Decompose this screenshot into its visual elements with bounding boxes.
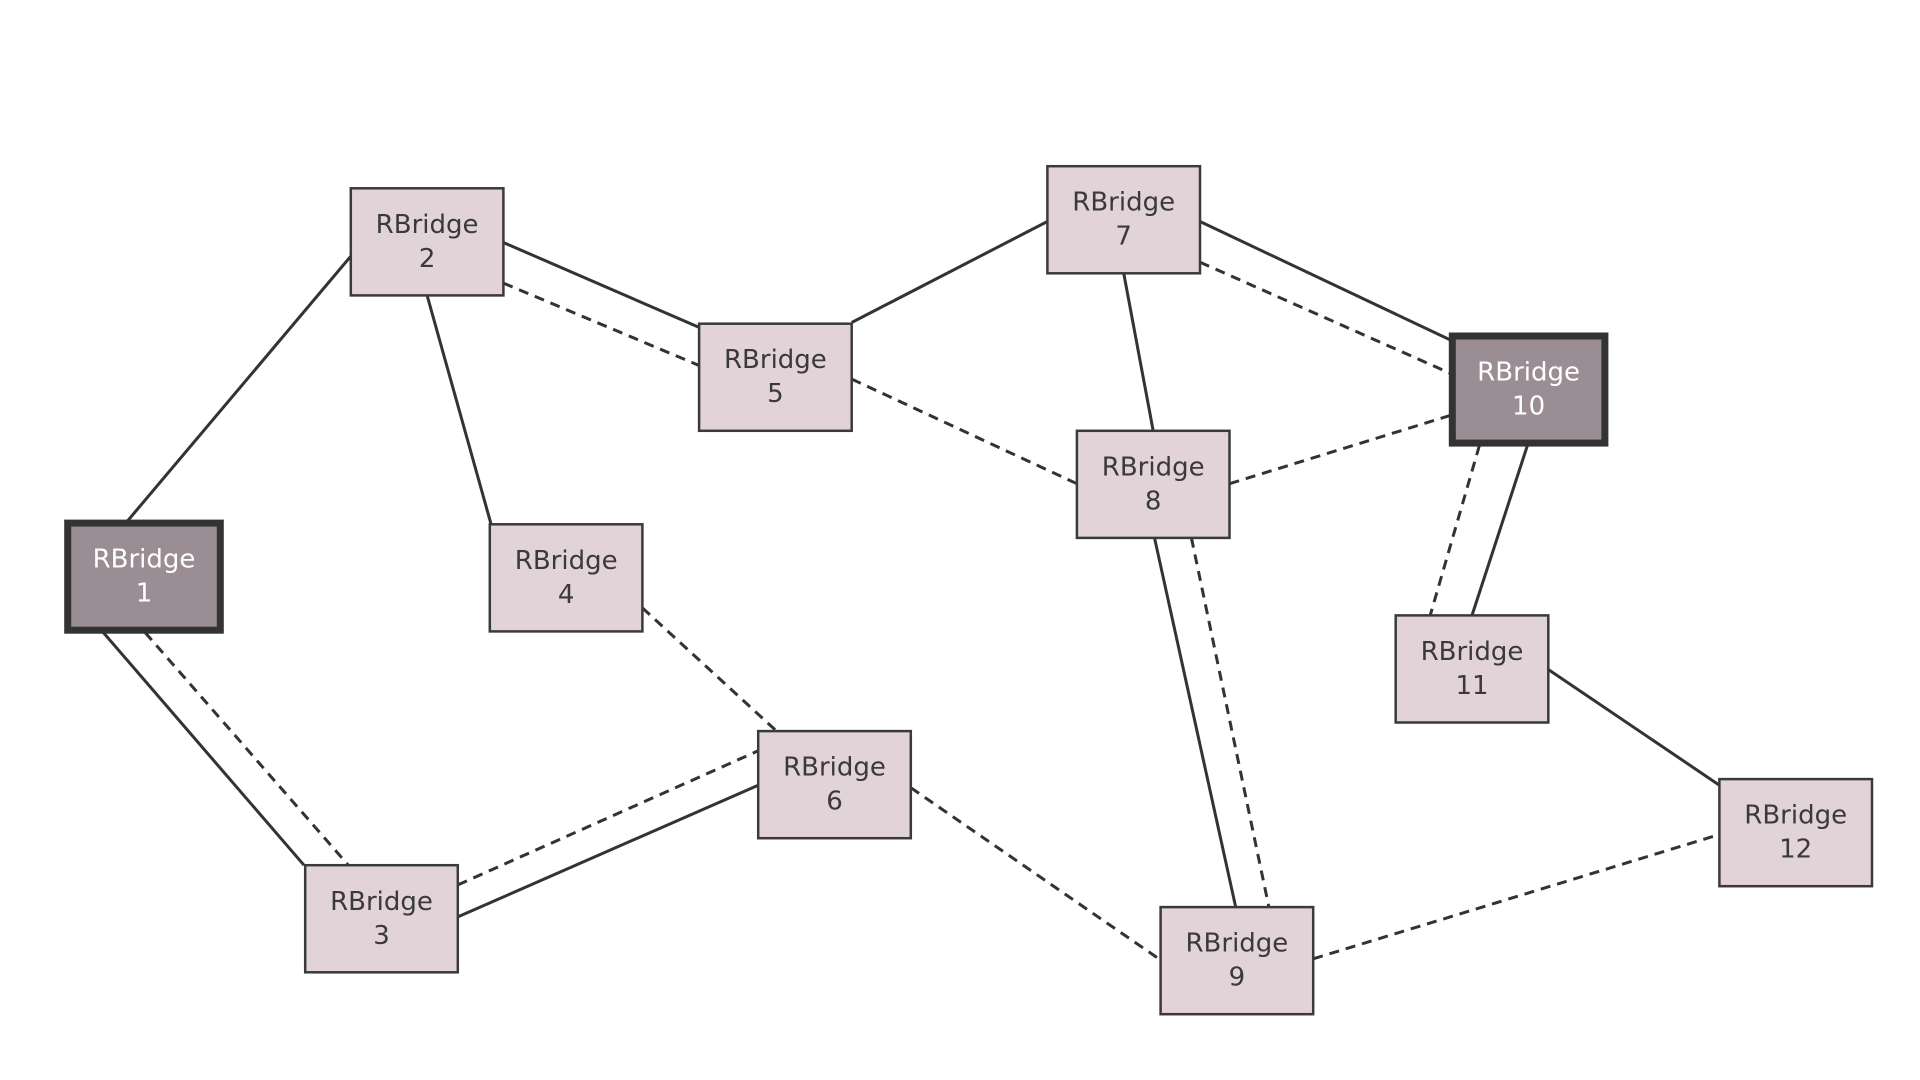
link-n2-n4-solid bbox=[425, 294, 493, 525]
rbridge-node-6: RBridge 6 bbox=[756, 729, 913, 840]
rbridge-name: RBridge bbox=[1744, 801, 1847, 831]
rbridge-node-4: RBridge 4 bbox=[488, 523, 644, 633]
rbridge-box bbox=[488, 523, 644, 633]
rbridge-name: RBridge bbox=[1102, 452, 1205, 482]
rbridge-box bbox=[1075, 429, 1231, 540]
link-n10-n11-dashed bbox=[1428, 445, 1481, 616]
rbridge-box bbox=[64, 519, 224, 634]
link-n9-n12-dashed bbox=[1312, 833, 1720, 961]
rbridge-name: RBridge bbox=[1477, 358, 1580, 388]
rbridge-number: 9 bbox=[1229, 963, 1246, 993]
rbridge-box bbox=[1448, 332, 1609, 447]
rbridge-node-11: RBridge 11 bbox=[1394, 614, 1550, 724]
link-n2-n5-dashed bbox=[502, 281, 700, 367]
link-n5-n7-solid bbox=[851, 220, 1049, 324]
link-n7-n10-dashed bbox=[1199, 260, 1453, 376]
rbridge-node-10: RBridge 10 bbox=[1448, 332, 1609, 447]
link-n11-n12-solid bbox=[1547, 668, 1721, 787]
rbridge-name: RBridge bbox=[376, 210, 479, 240]
rbridge-box bbox=[1046, 164, 1202, 275]
rbridge-box bbox=[697, 322, 853, 433]
rbridge-box bbox=[1394, 614, 1550, 724]
rbridge-number: 4 bbox=[558, 580, 575, 610]
rbridge-node-2: RBridge 2 bbox=[349, 187, 505, 297]
rbridge-number: 8 bbox=[1145, 486, 1162, 516]
link-n3-n6-solid bbox=[457, 783, 759, 919]
rbridge-number: 1 bbox=[136, 579, 153, 609]
rbridge-box bbox=[1159, 905, 1315, 1016]
nodes-layer: RBridge1RBridge2RBridge3RBridge4RBridge5… bbox=[64, 164, 1874, 1016]
rbridge-node-3: RBridge 3 bbox=[303, 863, 460, 974]
link-n4-n6-dashed bbox=[641, 606, 778, 733]
rbridge-node-1: RBridge 1 bbox=[64, 519, 224, 634]
rbridge-number: 3 bbox=[373, 921, 390, 951]
link-n5-n8-dashed bbox=[851, 377, 1078, 486]
rbridge-number: 11 bbox=[1455, 671, 1488, 701]
rbridge-number: 6 bbox=[826, 787, 843, 817]
rbridge-name: RBridge bbox=[330, 887, 433, 917]
rbridge-name: RBridge bbox=[1072, 188, 1175, 218]
rbridge-number: 5 bbox=[767, 379, 784, 409]
link-n8-n9-dashed bbox=[1189, 537, 1271, 908]
rbridge-name: RBridge bbox=[724, 345, 827, 375]
rbridge-name: RBridge bbox=[783, 753, 886, 783]
rbridge-node-9: RBridge 9 bbox=[1159, 905, 1315, 1016]
link-n1-n2-solid bbox=[125, 253, 354, 523]
link-n1-n3-dashed bbox=[144, 631, 350, 867]
rbridge-node-5: RBridge 5 bbox=[697, 322, 853, 433]
rbridge-number: 7 bbox=[1115, 222, 1132, 252]
link-n2-n5-solid bbox=[502, 241, 700, 329]
rbridge-name: RBridge bbox=[1421, 637, 1524, 667]
link-n10-n11-solid bbox=[1470, 445, 1529, 616]
link-n1-n3-solid bbox=[102, 631, 306, 867]
rbridge-number: 10 bbox=[1512, 392, 1545, 422]
link-n7-n10-solid bbox=[1199, 220, 1453, 343]
rbridge-box bbox=[756, 729, 913, 840]
rbridge-box bbox=[303, 863, 460, 974]
rbridge-number: 2 bbox=[419, 244, 436, 274]
rbridge-box bbox=[1718, 777, 1874, 888]
rbridge-node-7: RBridge 7 bbox=[1046, 164, 1202, 275]
rbridge-name: RBridge bbox=[515, 546, 618, 576]
link-n6-n9-dashed bbox=[909, 786, 1162, 962]
rbridge-node-8: RBridge 8 bbox=[1075, 429, 1231, 540]
rbridge-name: RBridge bbox=[1185, 929, 1288, 959]
edges-layer bbox=[102, 220, 1721, 962]
rbridge-number: 12 bbox=[1779, 835, 1812, 865]
rbridge-name: RBridge bbox=[93, 545, 196, 575]
link-n3-n6-dashed bbox=[457, 749, 759, 887]
link-n7-n8-solid bbox=[1122, 272, 1155, 432]
rbridge-node-12: RBridge 12 bbox=[1718, 777, 1874, 888]
link-n8-n10-dashed bbox=[1229, 413, 1453, 486]
link-n8-n9-solid bbox=[1153, 537, 1238, 908]
rbridge-box bbox=[349, 187, 505, 297]
